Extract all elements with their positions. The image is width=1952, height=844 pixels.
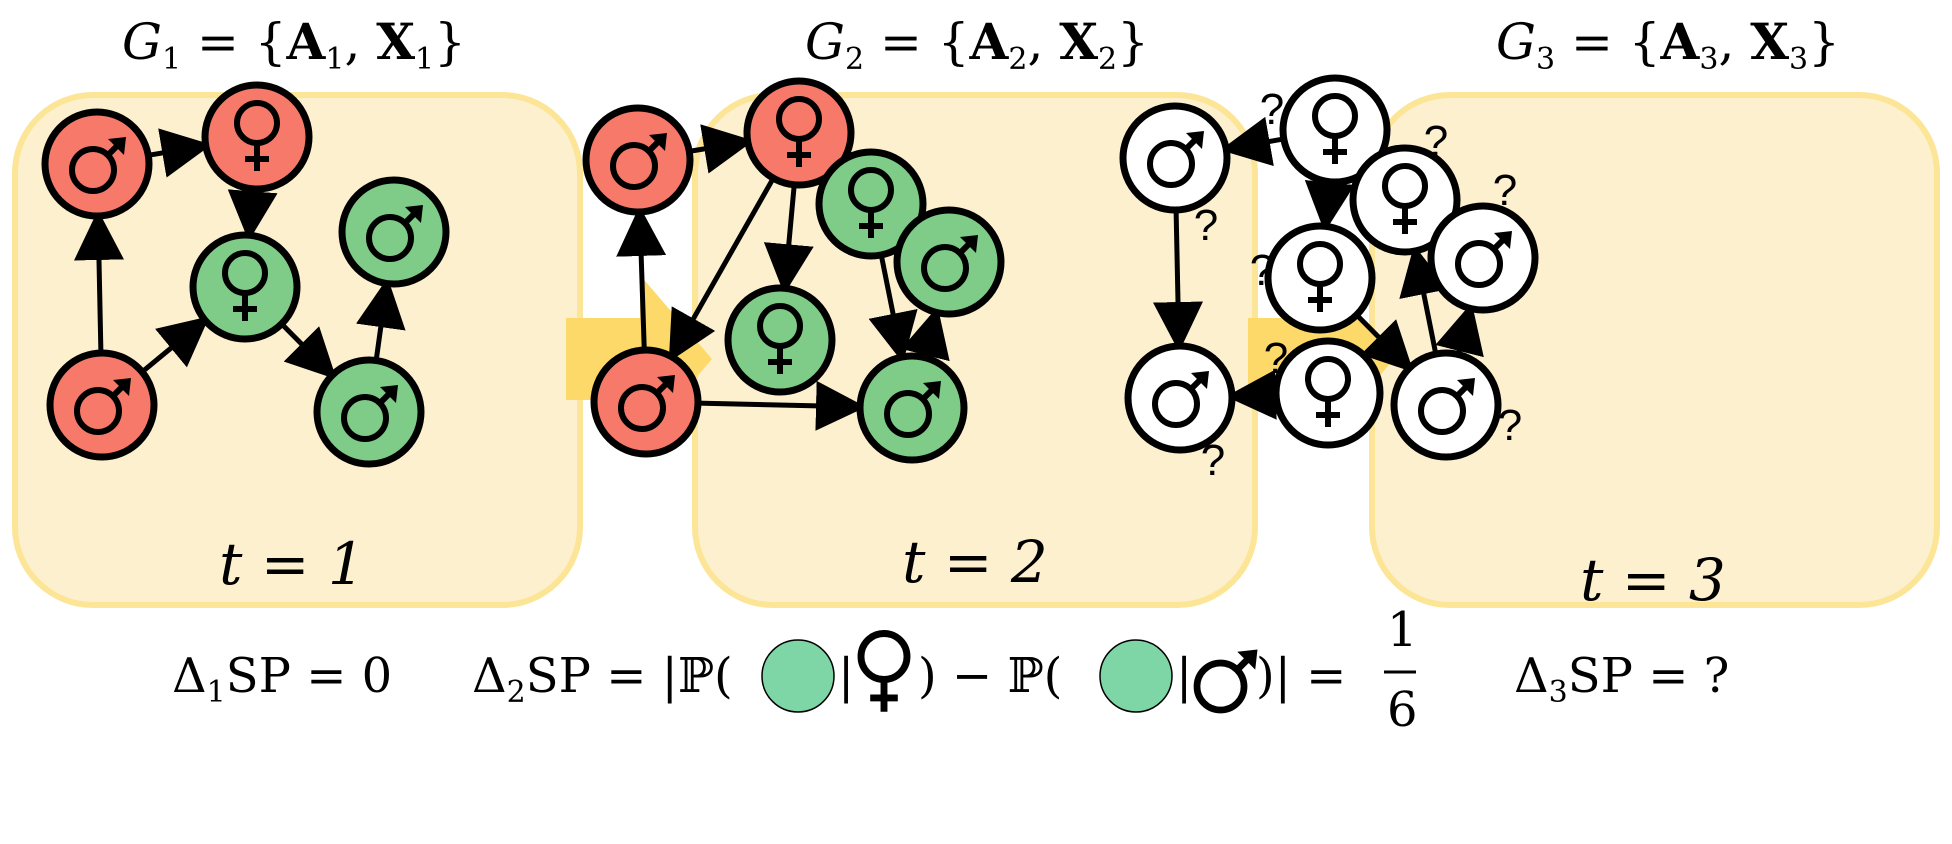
eq-female-icon: [861, 634, 907, 712]
fraction-numerator: 1: [1387, 602, 1418, 658]
question-mark-5: ?: [1250, 246, 1274, 295]
delta2-bar2: |: [1176, 648, 1193, 704]
edge-g2-f-a: [616, 205, 667, 351]
graph-title-2: G2 = {A2, X2}: [805, 12, 1149, 77]
node-g1-e: [46, 349, 158, 461]
delta2-minus: − ℙ(: [952, 648, 1063, 704]
edge-g2-g-d: [901, 306, 950, 362]
node-g3-f: [1124, 342, 1236, 454]
question-mark-4: ?: [1194, 201, 1218, 250]
edge-g2-c-g: [868, 254, 918, 363]
edge-g1-a-b: [147, 128, 212, 178]
delta1-equation: Δ1SP = 0: [172, 648, 393, 710]
question-mark-2: ?: [1424, 117, 1448, 166]
t-label-1: t = 1: [219, 530, 365, 598]
edge-g3-g-f: [1225, 369, 1277, 420]
edge-g2-b-e: [763, 184, 814, 295]
node-g2-c: [815, 148, 927, 260]
delta2-close1: ): [918, 648, 937, 704]
edge-g3-h-c: [1399, 245, 1449, 355]
node-g2-g: [856, 352, 968, 464]
edge-g1-e-a: [73, 209, 124, 354]
node-g1-a: [41, 108, 153, 220]
node-g3-h: [1390, 349, 1502, 461]
node-g2-e: [724, 284, 836, 396]
panel-t3: [1369, 92, 1940, 608]
node-g3-c: [1349, 144, 1461, 256]
node-g3-e: [1264, 222, 1376, 334]
node-g3-d: [1427, 202, 1539, 314]
node-g3-b: [1279, 74, 1391, 186]
edge-g1-e-c: [140, 316, 210, 374]
question-mark-3: ?: [1493, 166, 1517, 215]
question-mark-8: ?: [1201, 436, 1225, 485]
node-g1-b: [201, 81, 313, 193]
fraction-denominator: 6: [1387, 682, 1418, 738]
eq-green-circle-1: [761, 639, 835, 713]
delta2-close2: )| =: [1256, 648, 1347, 704]
node-g2-d: [893, 206, 1005, 318]
edge-g1-c-f: [279, 322, 337, 380]
eq-green-circle-2: [1099, 639, 1173, 713]
graph-title-1: G1 = {A1, X1}: [122, 12, 466, 77]
edge-g3-b-a: [1220, 116, 1285, 167]
delta2-equation-left: Δ2SP = |ℙ(: [472, 648, 733, 710]
node-g2-f: [590, 346, 702, 458]
node-g3-a: [1119, 102, 1231, 214]
question-mark-6: ?: [1264, 334, 1288, 383]
node-g2-b: [743, 77, 855, 189]
t-label-3: t = 3: [1580, 546, 1726, 614]
eq-male-icon: [1197, 650, 1257, 710]
edge-g2-a-b: [688, 124, 754, 174]
t-label-2: t = 2: [902, 528, 1048, 596]
edge-g1-b-c: [227, 188, 278, 242]
question-mark-7: ?: [1498, 401, 1522, 450]
delta3-equation: Δ3SP = ?: [1514, 648, 1730, 710]
node-g3-g: [1272, 337, 1384, 449]
edge-g3-h-d: [1435, 302, 1484, 358]
question-mark-1: ?: [1260, 85, 1284, 134]
node-g1-c: [189, 231, 301, 343]
node-g1-d: [338, 176, 450, 288]
edge-g3-b-e: [1304, 179, 1355, 233]
edge-g2-f-g: [697, 380, 867, 431]
edge-g3-a-f: [1153, 209, 1203, 353]
delta2-bar1: |: [838, 648, 855, 704]
edge-g3-e-h: [1354, 313, 1414, 373]
edge-g2-b-f: [668, 176, 776, 363]
graph-layer: ????????: [41, 74, 1539, 485]
node-g2-a: [582, 104, 694, 216]
edge-g1-f-d: [356, 277, 406, 361]
node-g1-f: [313, 356, 425, 468]
graph-title-3: G3 = {A3, X3}: [1496, 12, 1840, 77]
